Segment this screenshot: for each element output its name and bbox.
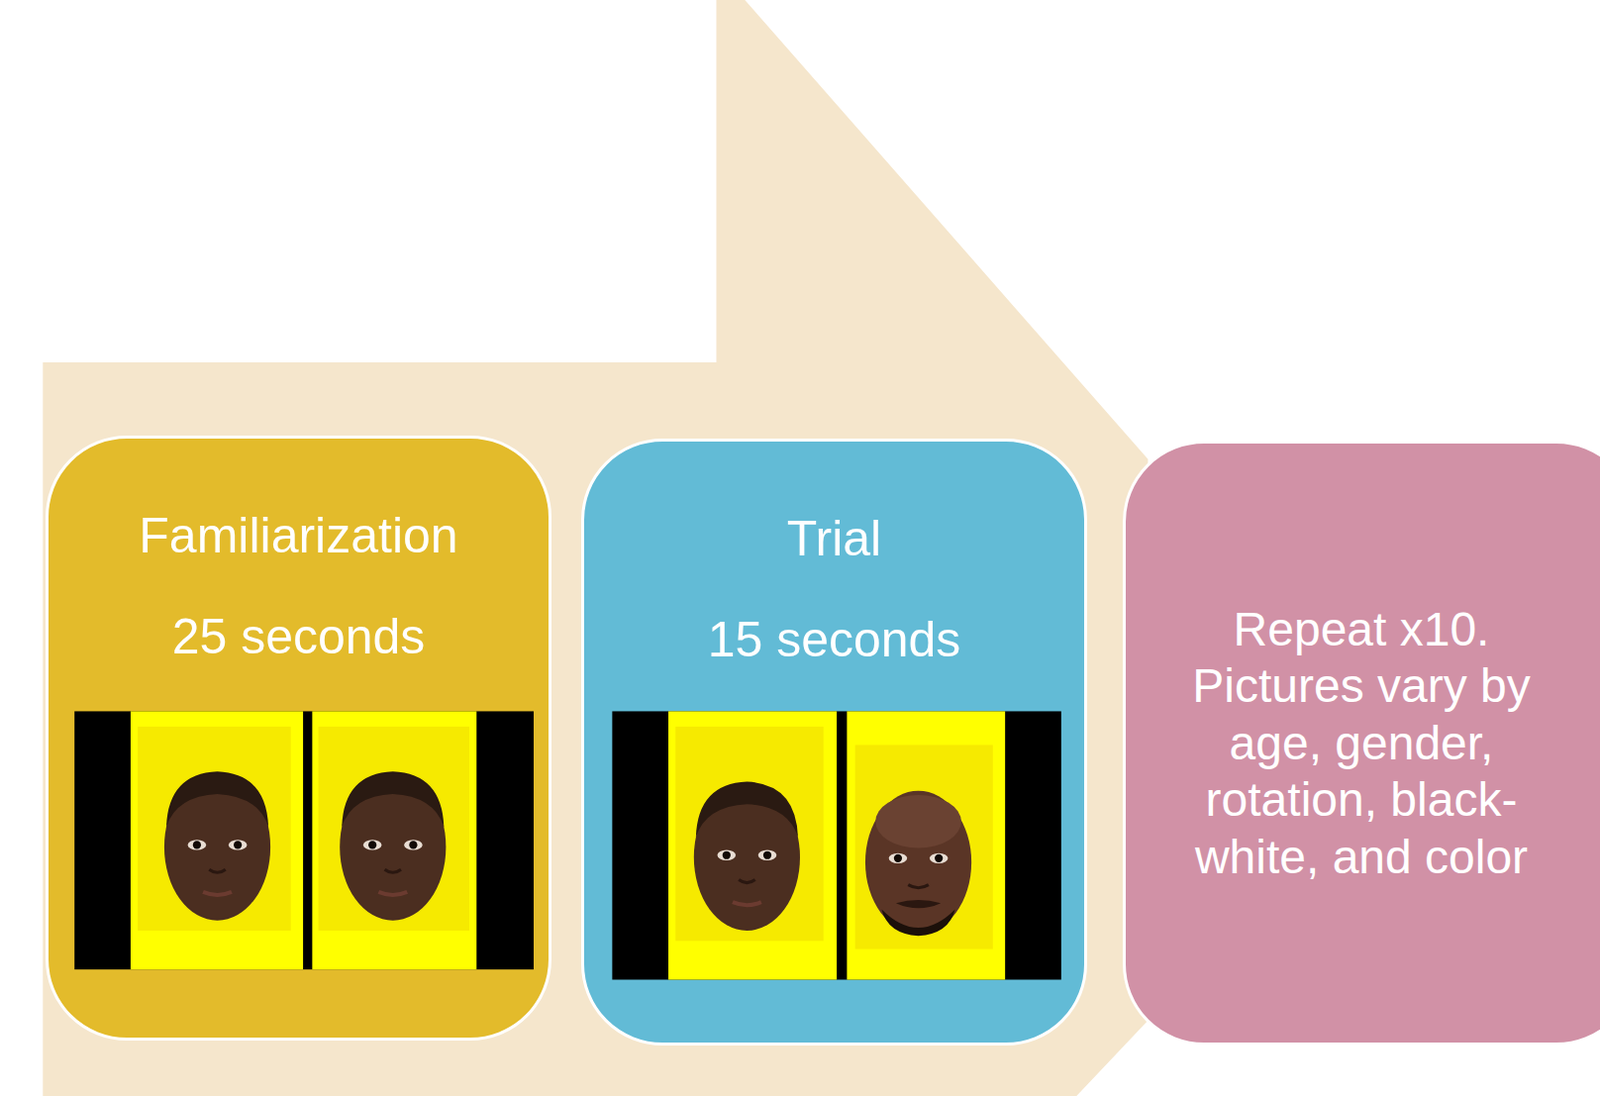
trial-photo <box>611 710 1061 980</box>
step-title: Trial <box>603 508 1065 569</box>
step-box: Familiarization 25 seconds <box>45 435 552 1041</box>
callout-shape <box>42 0 1148 1096</box>
step-duration: 25 seconds <box>68 606 529 667</box>
step-title: Familiarization <box>68 505 529 566</box>
repeat-note: Repeat x10. Pictures vary by age, gender… <box>1143 600 1580 887</box>
step-duration: 15 seconds <box>603 609 1065 670</box>
step-box: Repeat x10. Pictures vary by age, gender… <box>1122 440 1600 1046</box>
step-box: Trial 15 seconds <box>581 438 1088 1046</box>
familiarization-photo <box>74 710 534 970</box>
